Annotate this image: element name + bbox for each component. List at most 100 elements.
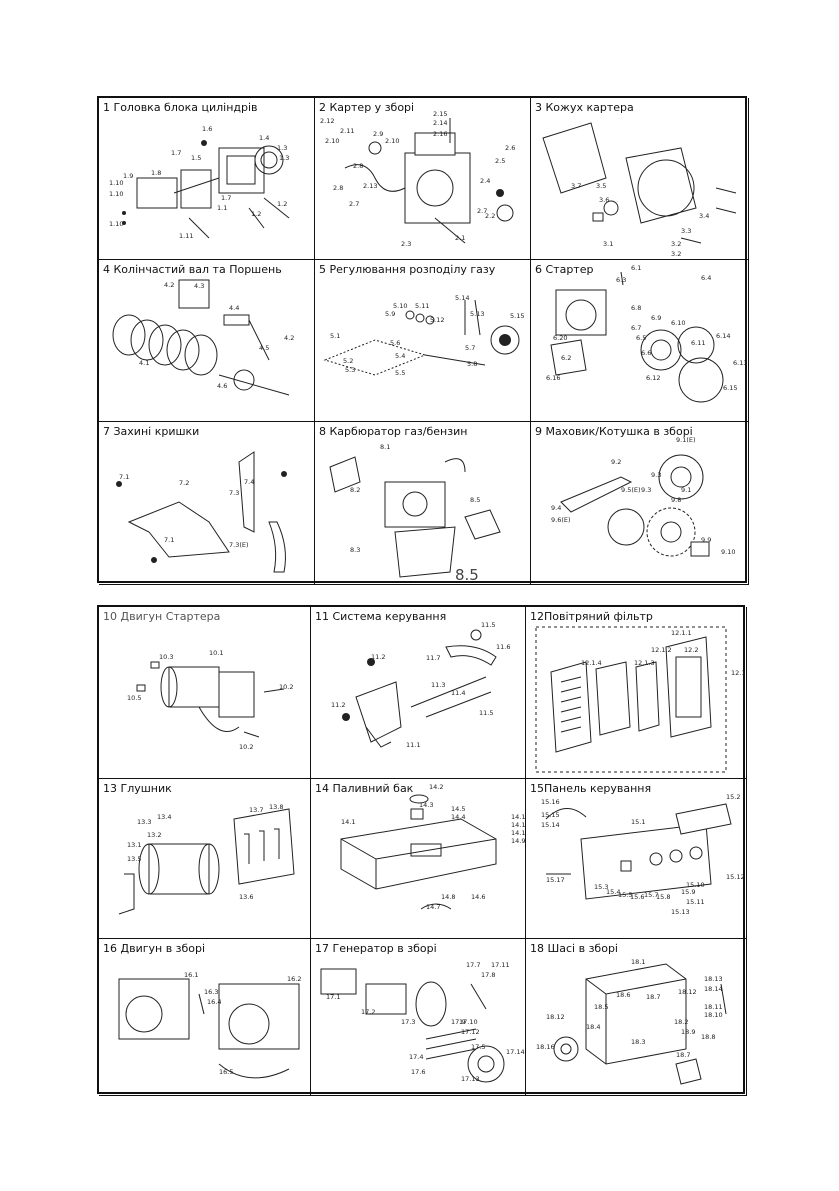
- part-number-label: 1.1: [217, 204, 227, 212]
- panel-title: 18 Шасі в зборі: [530, 942, 618, 955]
- part-number-label: 15.1: [631, 818, 645, 826]
- part-number-label: 10.3: [159, 653, 173, 661]
- part-number-label: 18.10: [704, 1011, 723, 1019]
- cylinder-head-diagram: 1.61.41.31.31.71.51.81.91.101.101.101.11…: [109, 125, 289, 240]
- part-number-label: 7.1: [119, 473, 129, 481]
- panel-title: 16 Двигун в зборі: [103, 942, 206, 955]
- panel-title: 15Панель керування: [530, 782, 652, 795]
- part-number-label: 5.4: [395, 352, 405, 360]
- part-number-label: 10.1: [209, 649, 223, 657]
- part-number-label: 17.14: [506, 1048, 525, 1056]
- part-number-label: 14.12: [511, 813, 526, 821]
- part-number-label: 16.5: [219, 1068, 233, 1076]
- part-number-label: 18.5: [594, 1003, 608, 1011]
- part-number-label: 5.2: [343, 357, 353, 365]
- part-number-label: 2.10: [385, 137, 399, 145]
- part-number-label: 3.2: [671, 250, 681, 258]
- part-number-label: 2.7: [349, 200, 359, 208]
- part-number-label: 17.2: [361, 1008, 375, 1016]
- part-number-label: 11.5: [479, 709, 493, 717]
- part-number-label: 2.2: [485, 212, 495, 220]
- part-number-label: 6.2: [561, 354, 571, 362]
- chassis-assembly-diagram: 18.118.1318.1418.1218.618.518.418.718.11…: [536, 958, 727, 1085]
- part-number-label: 3.5: [596, 182, 606, 190]
- part-number-label: 2.4: [480, 177, 490, 185]
- part-number-label: 14.1: [341, 818, 355, 826]
- part-number-label: 17.3: [401, 1018, 415, 1026]
- part-number-label: 11.4: [451, 689, 465, 697]
- part-number-label: 2.13: [363, 182, 377, 190]
- part-number-label: 6.6: [641, 349, 651, 357]
- part-number-label: 17.13: [461, 1075, 480, 1083]
- part-number-label: 6.7: [631, 324, 641, 332]
- part-number-label: 18.6: [616, 991, 630, 999]
- part-number-label: 13.3: [137, 818, 151, 826]
- part-number-label: 11.6: [496, 643, 510, 651]
- part-number-label: 13.7: [249, 806, 263, 814]
- part-number-label: 18.9: [681, 1028, 695, 1036]
- panel-title: 12Повітряний фільтр: [530, 610, 653, 623]
- part-number-label: 15.14: [541, 821, 560, 829]
- part-number-label: 15.9: [681, 888, 695, 896]
- part-number-label: 4.2: [164, 281, 174, 289]
- part-number-label: 15.3: [594, 883, 608, 891]
- part-number-label: 17.10: [459, 1018, 478, 1026]
- part-number-label: 9.8: [671, 496, 681, 504]
- part-number-label: 2.7: [477, 207, 487, 215]
- part-number-label: 1.10: [109, 190, 123, 198]
- part-number-label: 6.10: [671, 319, 685, 327]
- part-number-label: 6.12: [646, 374, 660, 382]
- part-number-label: 6.11: [691, 339, 705, 347]
- part-number-label: 18.4: [586, 1023, 600, 1031]
- part-number-label: 2.5: [495, 157, 505, 165]
- part-number-label: 15.17: [546, 876, 565, 884]
- part-number-label: 1.10: [109, 220, 123, 228]
- part-number-label: 11.1: [406, 741, 420, 749]
- part-number-label: 17.8: [481, 971, 495, 979]
- part-number-8-5-large: 8.5: [455, 566, 479, 584]
- part-number-label: 18.11: [704, 1003, 723, 1011]
- part-number-label: 15.15: [541, 811, 560, 819]
- part-number-label: 18.12: [678, 988, 697, 996]
- panel-title: 7 Захині кришки: [103, 425, 200, 438]
- part-number-label: 18.13: [704, 975, 723, 983]
- part-number-label: 10.2: [239, 743, 253, 751]
- panel-title: 9 Маховик/Котушка в зборі: [535, 425, 693, 438]
- part-number-label: 5.3: [345, 366, 355, 374]
- part-number-label: 16.2: [287, 975, 301, 983]
- part-number-label: 11.7: [426, 654, 440, 662]
- part-number-label: 9.3: [651, 471, 661, 479]
- panel-title: 11 Система керування: [315, 610, 447, 623]
- part-number-label: 3.3: [681, 227, 691, 235]
- part-number-label: 7.2: [179, 479, 189, 487]
- part-number-label: 12.1: [731, 669, 745, 677]
- part-number-label: 9.4: [551, 504, 561, 512]
- part-number-label: 4.1: [139, 359, 149, 367]
- part-number-label: 3.1: [603, 240, 613, 248]
- part-number-label: 2.12: [320, 117, 334, 125]
- part-number-label: 1.2: [251, 210, 261, 218]
- panel-title: 17 Генератор в зборі: [315, 942, 437, 955]
- part-number-label: 14.2: [429, 783, 443, 791]
- part-number-label: 14.5: [451, 805, 465, 813]
- part-number-label: 5.8: [467, 360, 477, 368]
- part-number-label: 5.15: [510, 312, 524, 320]
- part-number-label: 13.8: [269, 803, 283, 811]
- part-number-label: 18.7: [676, 1051, 690, 1059]
- part-number-label: 4.4: [229, 304, 239, 312]
- part-number-label: 6.4: [701, 274, 711, 282]
- panel-title: 14 Паливний бак: [315, 782, 414, 795]
